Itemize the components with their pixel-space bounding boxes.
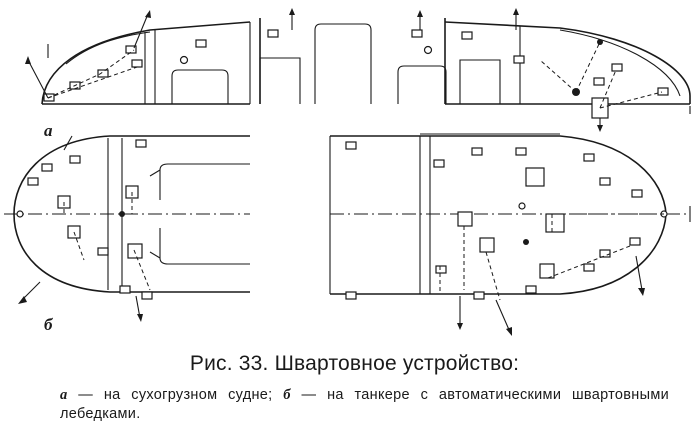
caption-a-letter: а [60, 387, 68, 403]
mooring-diagram-drawing [4, 8, 691, 336]
caption-b-letter: б [283, 387, 291, 403]
figure-caption: Рис. 33. Швартовное устройство: а — на с… [0, 352, 699, 424]
mooring-diagram: а б [4, 8, 691, 336]
panel-b-label: б [44, 315, 53, 334]
panel-b-stern-drawing [329, 133, 691, 336]
caption-text: а — на сухогрузном судне; б — на танкере… [60, 386, 669, 424]
caption-a-text: — на сухогрузном судне; [67, 387, 284, 403]
panel-a-label: а [44, 121, 53, 140]
caption-title: Рис. 33. Швартовное устройство: [189, 352, 520, 375]
caption-b-text: — на танкере с автоматическими швартовны… [60, 387, 669, 422]
panel-b-bow-drawing [4, 135, 250, 322]
panel-a-drawing [25, 8, 691, 132]
